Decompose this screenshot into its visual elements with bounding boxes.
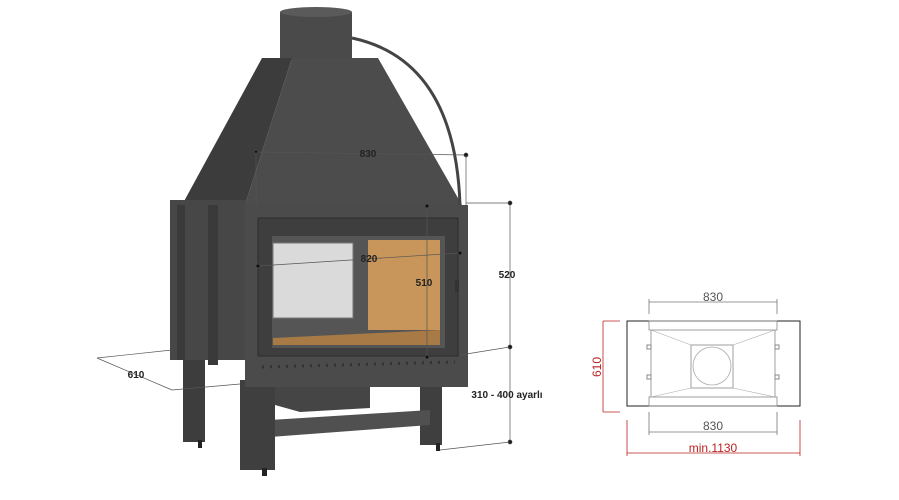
side-rib xyxy=(177,205,185,360)
plan-dim-top xyxy=(648,299,778,314)
dim-label-body-height: 520 xyxy=(499,270,516,281)
plan-bottom-flange xyxy=(648,396,778,407)
dim-point xyxy=(457,250,463,256)
dim-label-glass-width: 820 xyxy=(361,254,378,265)
plan-bracket xyxy=(646,374,652,380)
air-control-rod xyxy=(351,36,462,206)
dim-ext xyxy=(171,383,241,391)
plan-hood-edges xyxy=(650,329,776,398)
plan-label-bottom-width: 830 xyxy=(703,419,723,433)
plan-bracket xyxy=(774,374,780,380)
leg-crossbar xyxy=(270,410,430,437)
dim-ext xyxy=(96,349,173,359)
dim-line-820 xyxy=(257,252,461,267)
dim-label-depth: 610 xyxy=(128,370,145,381)
perspective-dimensions xyxy=(96,149,513,451)
dim-ext xyxy=(459,346,511,356)
dim-line-830 xyxy=(255,151,467,156)
plan-label-min-width: min.1130 xyxy=(689,441,738,455)
collar-top xyxy=(280,7,352,17)
plan-dim-depth xyxy=(602,320,620,413)
dim-label-leg-height: 310 - 400 ayarlı xyxy=(471,390,542,401)
chimney-collar xyxy=(280,12,352,60)
leg-foot xyxy=(198,440,202,448)
plan-view xyxy=(602,299,801,456)
front-left-leg xyxy=(240,380,275,470)
plan-dim-bottom xyxy=(648,412,778,435)
plan-dim-min-width xyxy=(626,420,801,456)
dim-point xyxy=(424,203,430,209)
leg-foot xyxy=(436,443,440,451)
plan-top-flange xyxy=(648,320,778,331)
dim-line-610 xyxy=(96,357,173,391)
leg-foot xyxy=(262,468,267,476)
plan-label-top-width: 830 xyxy=(703,290,723,304)
door-handle xyxy=(455,280,459,292)
side-glass-window xyxy=(272,242,354,319)
firebox-floor xyxy=(273,330,440,345)
dim-ext xyxy=(439,441,511,451)
hood-side xyxy=(182,58,292,205)
back-left-leg xyxy=(183,350,205,442)
dim-point xyxy=(424,354,430,360)
dim-label-hood-width: 830 xyxy=(360,149,377,160)
plan-collar-square xyxy=(690,344,734,389)
hood-front xyxy=(245,58,462,205)
fireplace-3d-model xyxy=(170,7,468,476)
plan-bracket xyxy=(646,344,652,350)
dim-label-glass-height: 510 xyxy=(416,278,433,289)
air-vent-holes xyxy=(261,360,456,369)
plan-chimney-circle xyxy=(692,346,732,386)
dim-point xyxy=(255,263,261,269)
side-rib xyxy=(208,205,218,365)
plan-label-depth: 610 xyxy=(590,357,604,377)
plan-outer-outline xyxy=(626,320,801,407)
plan-bracket xyxy=(774,344,780,350)
